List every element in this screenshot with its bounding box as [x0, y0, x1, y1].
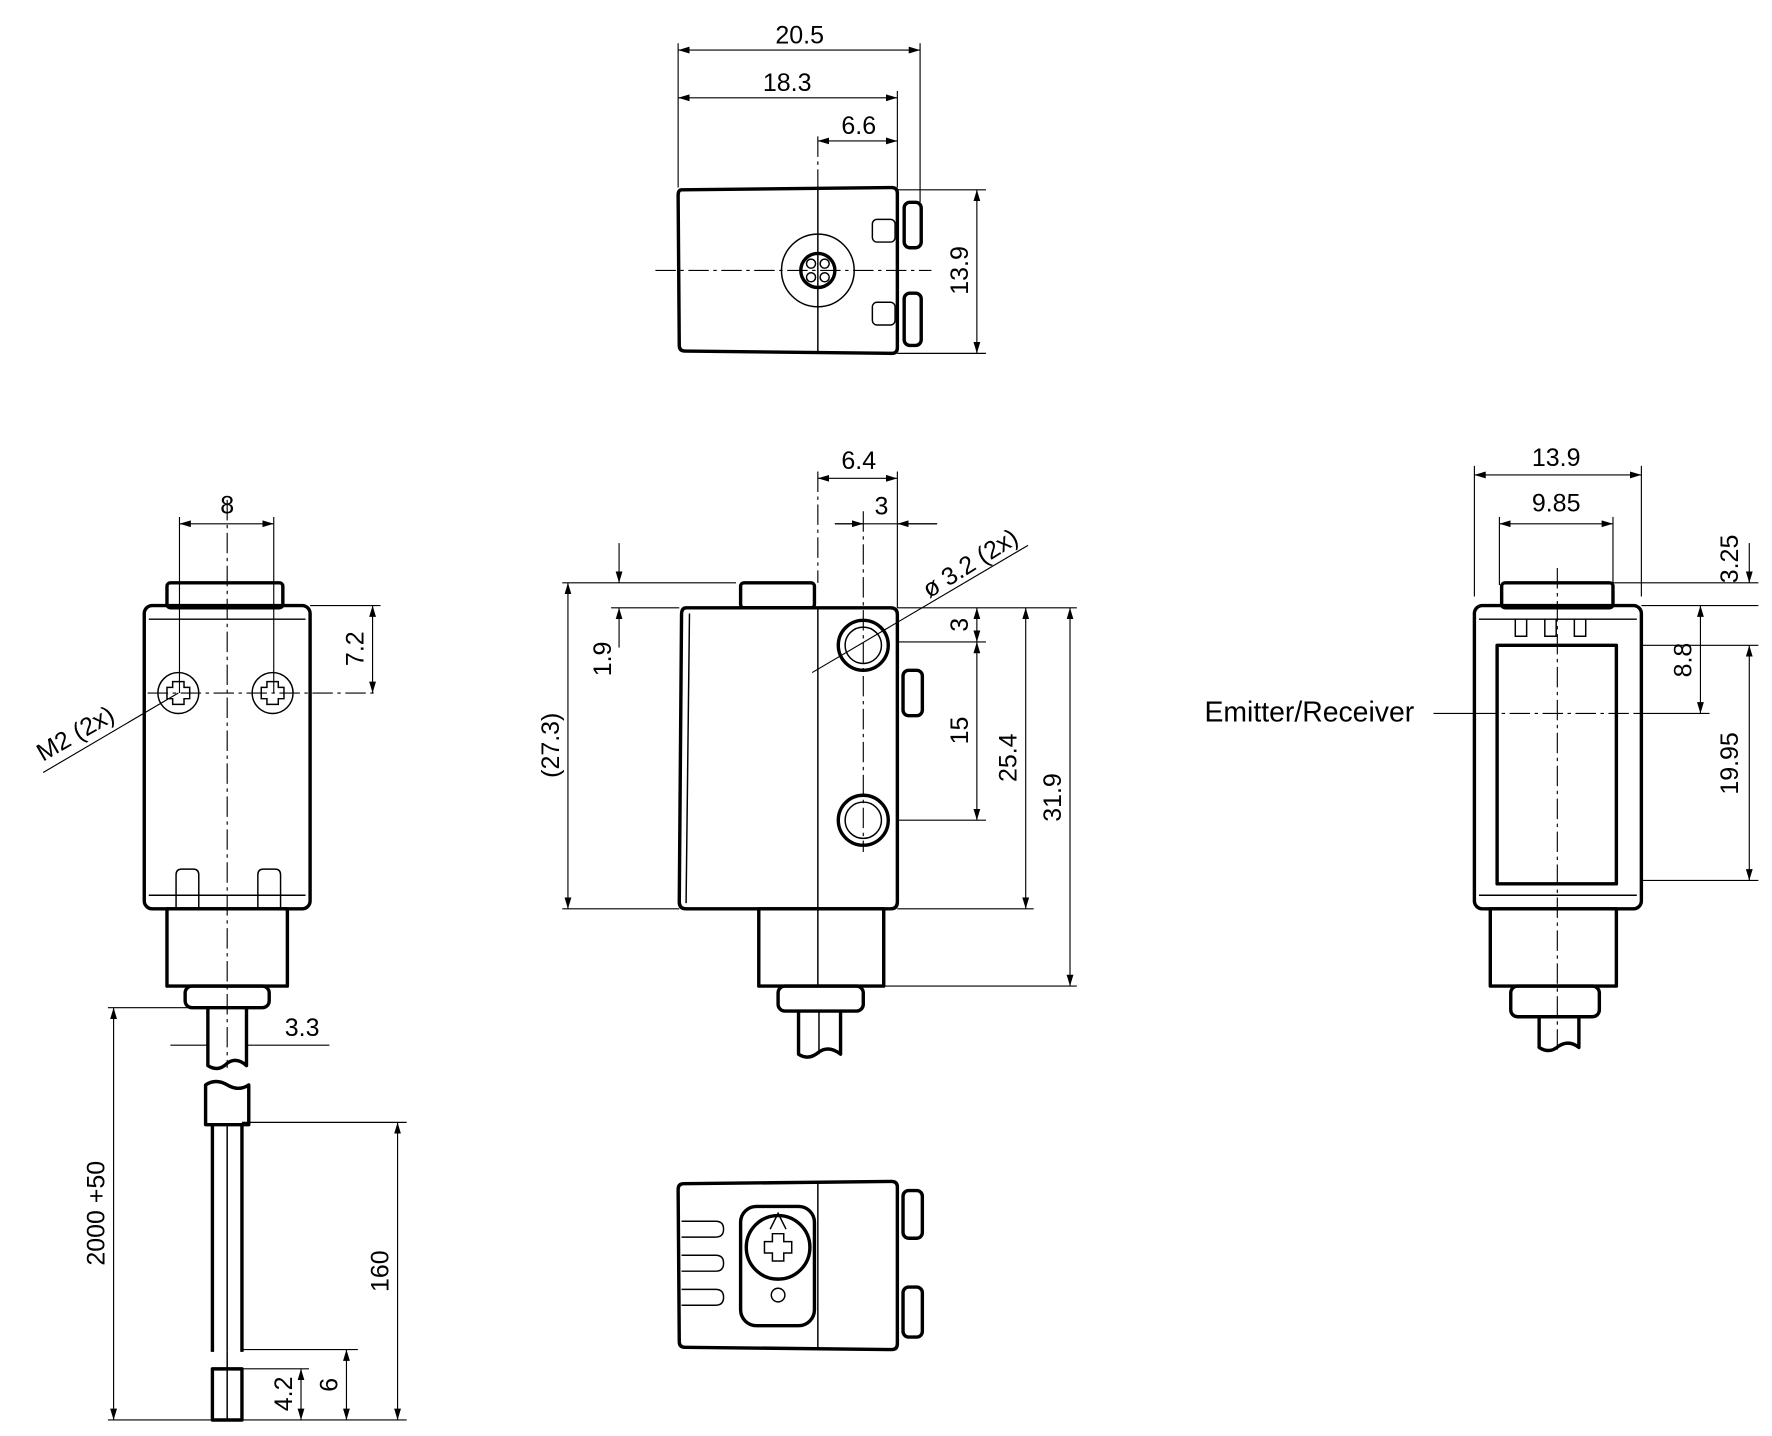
dim-label: 6.6: [841, 112, 876, 140]
dim-label: 6.4: [841, 447, 876, 475]
dim-label: 1.9: [589, 642, 617, 677]
dim-label: 2000 +50: [83, 1161, 111, 1266]
dim-label: 13.9: [1532, 444, 1581, 472]
dim-label: 3.3: [285, 1014, 320, 1042]
dim-label: 31.9: [1039, 773, 1067, 822]
dim-label: 19.95: [1716, 732, 1744, 794]
top-view: 20.5 18.3 6.6 13.9: [655, 21, 986, 356]
left-view: 8 7.2 M2 (2x) 3.3 2000 +50 160 6 4.2: [32, 492, 407, 1422]
dim-label: 7.2: [341, 631, 369, 666]
dim-label: 4.2: [270, 1376, 298, 1411]
dim-label: 15: [946, 717, 974, 745]
dim-label: 160: [366, 1250, 394, 1292]
dim-label: 18.3: [763, 69, 812, 97]
bottom-view: [676, 1179, 925, 1352]
dim-label: 6: [315, 1378, 343, 1392]
dim-label: 9.85: [1532, 489, 1581, 517]
dim-label: 8: [220, 492, 234, 520]
emitter-receiver-label: Emitter/Receiver: [1204, 696, 1414, 728]
front-view: 6.4 3 ø 3.2 (2x) 1.9 (27.3) 3 15 25.4 31…: [537, 447, 1077, 1059]
dim-label: M2 (2x): [32, 701, 119, 768]
dim-label: 25.4: [995, 733, 1023, 782]
dim-label: (27.3): [537, 713, 565, 778]
dim-label: 3: [875, 493, 889, 521]
dim-label: 3.25: [1716, 535, 1744, 584]
dim-label: 8.8: [1669, 643, 1697, 678]
right-view: 13.9 9.85 3.25 8.8 19.95 Emitter/Receive…: [1204, 444, 1759, 1053]
adjustment-knob-icon: [744, 1213, 812, 1281]
dim-label: ø 3.2 (2x): [918, 523, 1023, 603]
dim-label: 3: [946, 618, 974, 632]
dim-label: 13.9: [946, 246, 974, 295]
dim-label: 20.5: [775, 21, 824, 49]
